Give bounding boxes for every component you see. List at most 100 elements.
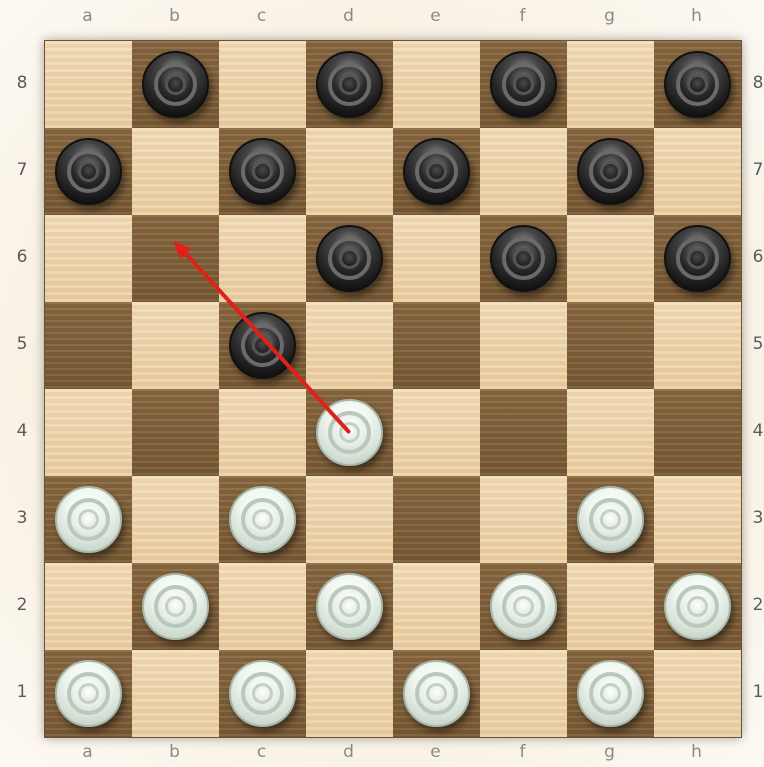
square-e2[interactable]	[393, 563, 480, 650]
square-g4[interactable]	[567, 389, 654, 476]
square-d2[interactable]	[306, 563, 393, 650]
square-e6[interactable]	[393, 215, 480, 302]
black-checker-h8[interactable]	[664, 51, 731, 118]
white-checker-f2[interactable]	[490, 573, 557, 640]
square-b2[interactable]	[132, 563, 219, 650]
white-checker-a3[interactable]	[55, 486, 122, 553]
file-label-top-a: a	[44, 6, 131, 26]
square-h8[interactable]	[654, 41, 741, 128]
square-h3[interactable]	[654, 476, 741, 563]
square-d4[interactable]	[306, 389, 393, 476]
square-e1[interactable]	[393, 650, 480, 737]
square-g6[interactable]	[567, 215, 654, 302]
rank-label-left-8: 8	[10, 40, 34, 127]
square-b6[interactable]	[132, 215, 219, 302]
square-g2[interactable]	[567, 563, 654, 650]
square-b1[interactable]	[132, 650, 219, 737]
square-g7[interactable]	[567, 128, 654, 215]
file-label-top-h: h	[653, 6, 740, 26]
white-checker-b2[interactable]	[142, 573, 209, 640]
white-checker-d2[interactable]	[316, 573, 383, 640]
white-checker-a1[interactable]	[55, 660, 122, 727]
square-e4[interactable]	[393, 389, 480, 476]
square-h6[interactable]	[654, 215, 741, 302]
black-checker-b8[interactable]	[142, 51, 209, 118]
file-label-top-d: d	[305, 6, 392, 26]
file-label-bottom-f: f	[479, 742, 566, 762]
square-g1[interactable]	[567, 650, 654, 737]
square-b8[interactable]	[132, 41, 219, 128]
black-checker-f6[interactable]	[490, 225, 557, 292]
black-checker-d6[interactable]	[316, 225, 383, 292]
rank-label-right-1: 1	[746, 649, 764, 736]
square-a8[interactable]	[45, 41, 132, 128]
square-a1[interactable]	[45, 650, 132, 737]
square-f5[interactable]	[480, 302, 567, 389]
square-c1[interactable]	[219, 650, 306, 737]
square-a5[interactable]	[45, 302, 132, 389]
square-g5[interactable]	[567, 302, 654, 389]
square-d7[interactable]	[306, 128, 393, 215]
square-c6[interactable]	[219, 215, 306, 302]
square-f4[interactable]	[480, 389, 567, 476]
square-d3[interactable]	[306, 476, 393, 563]
white-checker-c3[interactable]	[229, 486, 296, 553]
square-d8[interactable]	[306, 41, 393, 128]
square-b3[interactable]	[132, 476, 219, 563]
black-checker-d8[interactable]	[316, 51, 383, 118]
square-d1[interactable]	[306, 650, 393, 737]
square-h7[interactable]	[654, 128, 741, 215]
square-c7[interactable]	[219, 128, 306, 215]
black-checker-e7[interactable]	[403, 138, 470, 205]
square-e3[interactable]	[393, 476, 480, 563]
black-checker-f8[interactable]	[490, 51, 557, 118]
white-checker-g3[interactable]	[577, 486, 644, 553]
square-a7[interactable]	[45, 128, 132, 215]
square-e5[interactable]	[393, 302, 480, 389]
square-f1[interactable]	[480, 650, 567, 737]
black-checker-a7[interactable]	[55, 138, 122, 205]
white-checker-e1[interactable]	[403, 660, 470, 727]
square-g8[interactable]	[567, 41, 654, 128]
square-h5[interactable]	[654, 302, 741, 389]
rank-label-left-4: 4	[10, 388, 34, 475]
rank-label-right-2: 2	[746, 562, 764, 649]
square-c2[interactable]	[219, 563, 306, 650]
file-label-top-g: g	[566, 6, 653, 26]
square-d5[interactable]	[306, 302, 393, 389]
square-g3[interactable]	[567, 476, 654, 563]
square-f8[interactable]	[480, 41, 567, 128]
square-a4[interactable]	[45, 389, 132, 476]
square-h1[interactable]	[654, 650, 741, 737]
square-f6[interactable]	[480, 215, 567, 302]
white-checker-d4[interactable]	[316, 399, 383, 466]
square-b7[interactable]	[132, 128, 219, 215]
black-checker-c5[interactable]	[229, 312, 296, 379]
square-c8[interactable]	[219, 41, 306, 128]
black-checker-h6[interactable]	[664, 225, 731, 292]
white-checker-c1[interactable]	[229, 660, 296, 727]
file-label-bottom-d: d	[305, 742, 392, 762]
square-h4[interactable]	[654, 389, 741, 476]
square-b5[interactable]	[132, 302, 219, 389]
square-h2[interactable]	[654, 563, 741, 650]
square-c4[interactable]	[219, 389, 306, 476]
square-f7[interactable]	[480, 128, 567, 215]
square-e8[interactable]	[393, 41, 480, 128]
square-d6[interactable]	[306, 215, 393, 302]
rank-label-left-3: 3	[10, 475, 34, 562]
white-checker-g1[interactable]	[577, 660, 644, 727]
square-c5[interactable]	[219, 302, 306, 389]
square-b4[interactable]	[132, 389, 219, 476]
square-c3[interactable]	[219, 476, 306, 563]
square-f2[interactable]	[480, 563, 567, 650]
square-a6[interactable]	[45, 215, 132, 302]
rank-label-right-7: 7	[746, 127, 764, 214]
black-checker-g7[interactable]	[577, 138, 644, 205]
square-a3[interactable]	[45, 476, 132, 563]
square-f3[interactable]	[480, 476, 567, 563]
square-e7[interactable]	[393, 128, 480, 215]
white-checker-h2[interactable]	[664, 573, 731, 640]
square-a2[interactable]	[45, 563, 132, 650]
black-checker-c7[interactable]	[229, 138, 296, 205]
